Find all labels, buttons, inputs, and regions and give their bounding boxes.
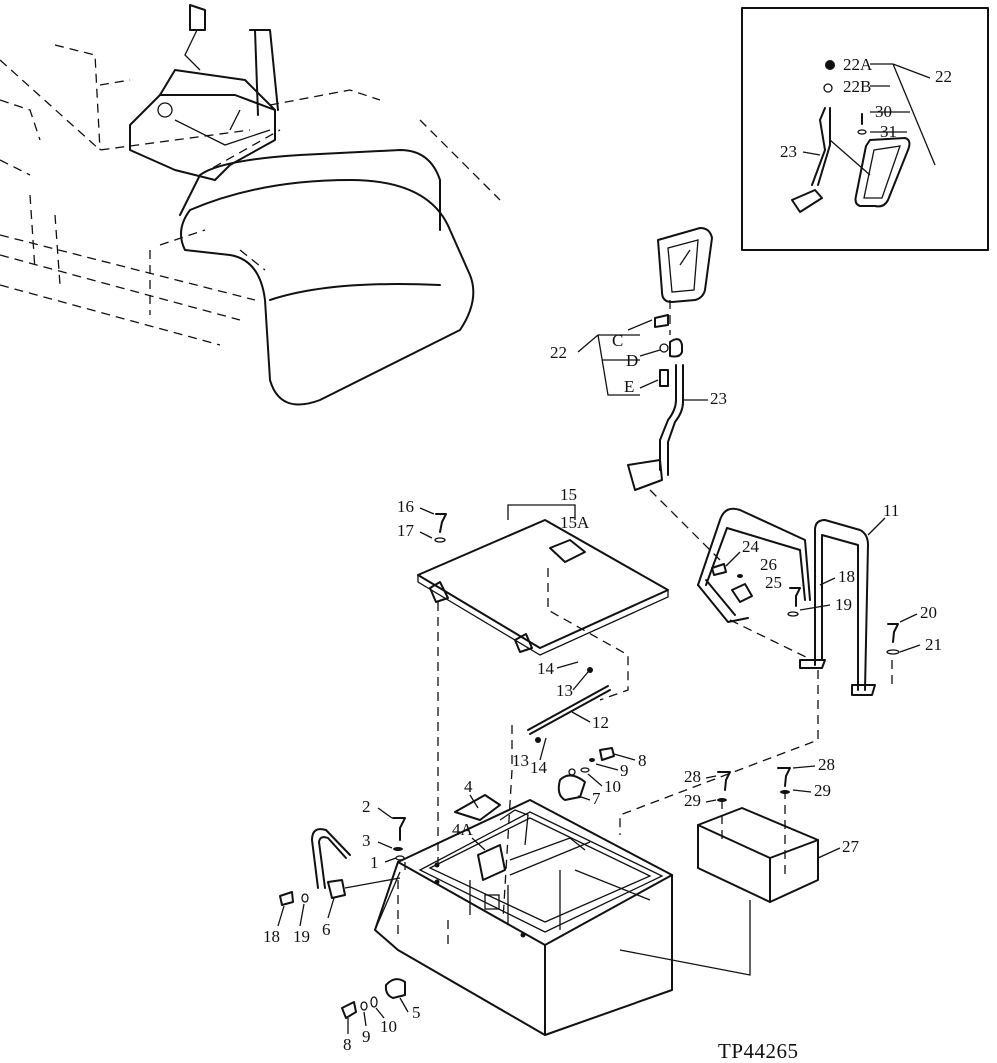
toolbox-small-drawing xyxy=(129,4,279,181)
label-24: 24 xyxy=(742,537,760,556)
label-4a: 4A xyxy=(452,820,474,839)
label-9: 9 xyxy=(620,761,629,780)
label-20: 20 xyxy=(920,603,937,622)
label-23-inset: 23 xyxy=(780,142,797,161)
label-9-lower: 9 xyxy=(362,1027,371,1046)
label-3: 3 xyxy=(362,831,371,850)
label-29a: 29 xyxy=(684,791,701,810)
label-22-inset: 22 xyxy=(935,67,952,86)
part-d-icon xyxy=(669,338,683,358)
label-4: 4 xyxy=(464,777,473,796)
label-8-lower: 8 xyxy=(343,1035,352,1054)
label-23-mirror: 23 xyxy=(710,389,727,408)
label-17: 17 xyxy=(397,521,415,540)
label-18-rail: 18 xyxy=(838,567,855,586)
rod-12-icon xyxy=(527,685,609,731)
label-1: 1 xyxy=(370,853,379,872)
label-12: 12 xyxy=(592,713,609,732)
figure-reference: TP44265 xyxy=(718,1039,799,1063)
label-2: 2 xyxy=(362,797,371,816)
mirror-assembly: 22 C D E 23 xyxy=(550,227,727,561)
toolbox-body xyxy=(374,799,673,1036)
toolbox-main: 4 4A 7 8 9 10 2 3 1 18 xyxy=(263,747,751,1054)
tray-27-icon xyxy=(697,807,819,903)
label-15: 15 xyxy=(560,485,577,504)
part-e-icon xyxy=(659,369,669,387)
label-25: 25 xyxy=(765,573,782,592)
latch-5-icon xyxy=(384,978,406,999)
label-13a: 13 xyxy=(556,681,573,700)
machine-overview-drawing xyxy=(0,4,501,406)
inset-detail: 22A 22B 22 30 31 23 xyxy=(741,7,989,251)
cover-panel xyxy=(417,519,669,649)
label-18-box: 18 xyxy=(263,927,280,946)
mirror-icon xyxy=(657,227,713,303)
label-28a: 28 xyxy=(684,767,701,786)
label-29b: 29 xyxy=(814,781,831,800)
label-22b: 22B xyxy=(843,77,871,96)
label-19-rail: 19 xyxy=(835,595,852,614)
label-26: 26 xyxy=(760,555,777,574)
label-8: 8 xyxy=(638,751,647,770)
part-c-icon xyxy=(654,314,669,328)
label-28b: 28 xyxy=(818,755,835,774)
nut-22a-icon xyxy=(825,60,835,70)
label-5: 5 xyxy=(412,1003,421,1022)
label-21: 21 xyxy=(925,635,942,654)
label-d: D xyxy=(626,351,638,370)
label-27: 27 xyxy=(842,837,860,856)
label-14a: 14 xyxy=(537,659,555,678)
washer-22b-icon xyxy=(823,83,833,93)
label-7: 7 xyxy=(592,789,601,808)
label-19-box: 19 xyxy=(293,927,310,946)
label-e: E xyxy=(624,377,634,396)
label-6: 6 xyxy=(322,920,331,939)
label-15a: 15A xyxy=(560,513,590,532)
handle-6-icon xyxy=(311,828,351,889)
label-10-lower: 10 xyxy=(380,1017,397,1036)
label-22a: 22A xyxy=(843,55,873,74)
label-13b: 13 xyxy=(512,751,529,770)
label-16: 16 xyxy=(397,497,414,516)
handrail-assembly: 11 24 26 25 18 19 20 21 xyxy=(619,501,942,835)
tray-assembly: 28 29 28 29 27 xyxy=(684,755,860,903)
inset-frame xyxy=(741,7,989,251)
mirror-inset-icon xyxy=(854,137,911,208)
label-10: 10 xyxy=(604,777,621,796)
cover-assembly: 15 15A 16 17 14 13 12 13 14 xyxy=(397,485,669,921)
label-14b: 14 xyxy=(530,758,548,777)
latch-7-icon xyxy=(557,774,586,801)
label-11: 11 xyxy=(883,501,899,520)
label-22-mirror: 22 xyxy=(550,343,567,362)
label-c: C xyxy=(612,331,623,350)
handrail-11-icon xyxy=(814,519,869,691)
latch-15a-icon xyxy=(549,539,586,563)
